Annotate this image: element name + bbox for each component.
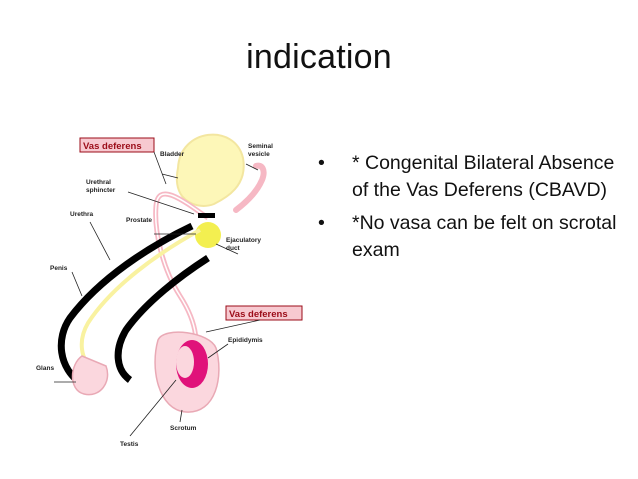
label-scrotum: Scrotum [170, 425, 197, 432]
label-bladder: Bladder [160, 151, 185, 158]
prostate-shape [195, 222, 221, 248]
label-seminal-2: vesicle [248, 151, 270, 158]
sphincter-bar [198, 213, 215, 218]
bullet-item: • * Congenital Bilateral Absence of the … [318, 150, 618, 204]
penis-outline-lower [114, 255, 210, 383]
label-seminal-1: Seminal [248, 143, 273, 150]
label-ejaculatory-2: duct [226, 245, 241, 252]
vas-deferens-tag-top: Vas deferens [83, 141, 142, 152]
vas-deferens-tag-bottom-bg [225, 305, 303, 321]
bullet-marker: • [318, 152, 325, 174]
vas-deferens-tag-top-bg [79, 137, 155, 153]
slide-title: indication [246, 38, 392, 76]
testis-highlight [176, 346, 194, 378]
bullet-text: *No vasa can be felt on scrotal exam [352, 212, 617, 261]
bullet-marker: • [318, 212, 325, 234]
vas-deferens-tag-bottom: Vas deferens [229, 309, 288, 320]
anatomy-diagram: Vas deferens Vas deferens Bladder Semina… [36, 133, 303, 448]
glans-shape [71, 355, 109, 396]
label-sphincter-2: sphincter [86, 187, 116, 194]
bullet-list: • * Congenital Bilateral Absence of the … [318, 150, 618, 270]
bullet-item: • *No vasa can be felt on scrotal exam [318, 210, 618, 264]
seminal-vesicle-shape [233, 162, 267, 213]
bladder-shape [175, 133, 245, 207]
label-epididymis: Epididymis [228, 337, 263, 344]
label-sphincter-1: Urethral [86, 179, 111, 186]
label-ejaculatory-1: Ejaculatory [226, 237, 261, 244]
label-penis: Penis [50, 265, 68, 272]
bullet-text: * Congenital Bilateral Absence of the Va… [352, 152, 615, 201]
label-prostate: Prostate [126, 217, 152, 224]
label-testis: Testis [120, 441, 139, 448]
penis-outline [57, 222, 194, 387]
urethra-line [79, 228, 201, 372]
label-glans: Glans [36, 365, 54, 372]
label-urethra: Urethra [70, 211, 94, 218]
